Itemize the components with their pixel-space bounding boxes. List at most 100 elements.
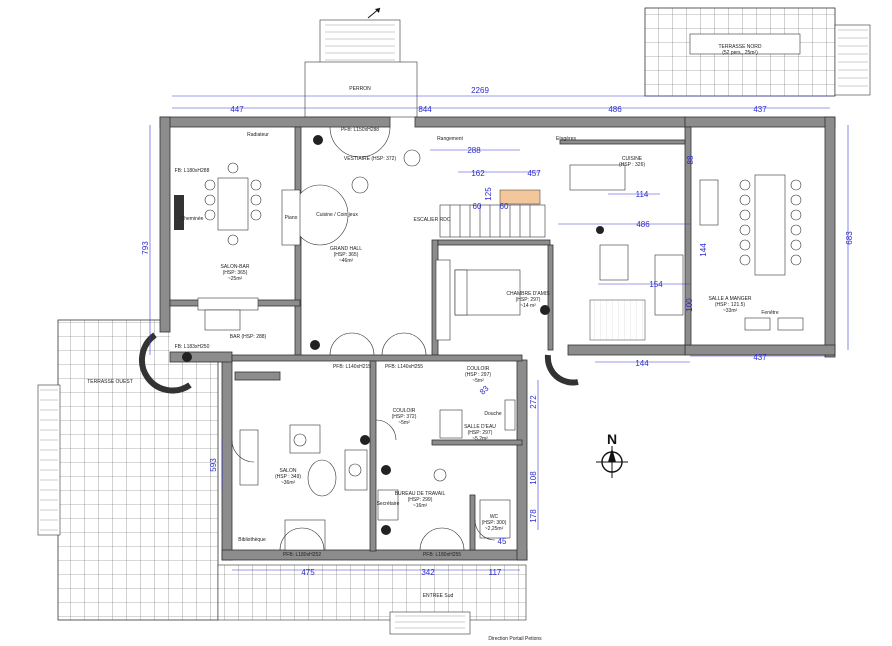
room-labels: SALON-BAR (HSP: 365) ~25m² GRAND HALL (H… [221, 156, 752, 532]
dim-60b: 60 [500, 202, 509, 211]
perron-steps [304, 19, 418, 118]
room-couloir1-name: COULOIR [393, 408, 416, 414]
label-direction: Direction Portail Petions [488, 636, 542, 642]
room-couloir2-area: ~5m² [472, 378, 484, 384]
room-cuisine-sub: (HSP : 326) [619, 162, 645, 168]
label-terrasse-nord-sub: (52 pers., 25m²) [722, 50, 758, 56]
dim-288: 288 [467, 146, 481, 155]
dim-162: 162 [471, 169, 485, 178]
terrace-north [644, 7, 871, 97]
room-salon-area: ~36m² [281, 480, 296, 486]
label-douche: Douche [484, 411, 501, 417]
dim-144b: 144 [699, 243, 708, 257]
label-pfb-top: PFB: L150xH288 [341, 127, 379, 133]
room-salon-name: SALON [280, 468, 297, 474]
room-bureau-area: ~16m² [413, 503, 428, 509]
dim-left-height: 793 [141, 241, 150, 255]
room-wc-name: WC [490, 514, 499, 520]
salle-eau-fixtures [439, 399, 516, 439]
dim-top-right-b: 437 [753, 105, 767, 114]
room-salle-eau-sub: (HSP: 297) [468, 430, 493, 436]
dimension-labels: 2269 447 844 486 437 793 683 475 342 117… [141, 86, 854, 577]
label-terrasse-ouest: TERRASSE OUEST [87, 379, 133, 385]
room-salle-eau-area: ~5,2m² [472, 436, 488, 442]
dim-272: 272 [529, 395, 538, 409]
grand-hall-furniture [281, 149, 421, 246]
room-wc-area: ~2,25m² [485, 526, 504, 532]
room-bar-name: BAR (HSP: 288) [230, 334, 267, 340]
dim-457: 457 [527, 169, 541, 178]
room-couloir1-area: ~5m² [398, 420, 410, 426]
room-vestiaire-name: VESTIAIRE (HSP: 372) [344, 156, 397, 162]
dim-total: 2269 [471, 86, 489, 95]
label-cuisine-ete: Cuisine / Coin jeux [316, 212, 358, 218]
room-salon-bar-sub: (HSP: 365) [223, 270, 248, 276]
label-radiateur: Radiateur [247, 132, 269, 138]
bureau-furniture [377, 468, 511, 539]
dim-114: 114 [636, 190, 649, 199]
dimension-lines [149, 95, 849, 571]
room-couloir1-sub: (HSP: 372) [392, 414, 417, 420]
salon-bar-dining-set [174, 162, 262, 331]
label-pfb-salon: PFB: L180xH252 [283, 552, 321, 558]
misc-labels: PERRON TERRASSE OUEST TERRASSE NORD (52 … [87, 44, 779, 642]
room-salon-bar-name: SALON-BAR [221, 264, 250, 270]
room-salon-sub: (HSP : 349) [275, 474, 301, 480]
exterior-walls [159, 116, 836, 561]
room-bureau-name: BUREAU DE TRAVAIL [395, 491, 446, 497]
label-secretaire: Secrétaire [377, 501, 400, 507]
label-fb1: FB: L180xH288 [175, 168, 210, 174]
dim-60a: 60 [473, 202, 482, 211]
chambre-bed [435, 259, 521, 341]
label-fenetre: Fenêtre [761, 310, 778, 316]
room-dining-sub: (HSP : 121.5) [715, 302, 746, 308]
north-label: N [607, 431, 617, 447]
label-escalier: ESCALIER RDC [414, 217, 451, 223]
room-grand-hall-area: ~46m² [339, 258, 354, 264]
label-etageres: Etagères [556, 136, 577, 142]
terrace-south [217, 564, 527, 635]
staircase [439, 189, 546, 238]
salon-furniture [239, 424, 368, 551]
room-couloir2-name: COULOIR [467, 366, 490, 372]
dim-100: 100 [685, 298, 694, 312]
dim-486b: 486 [636, 220, 650, 229]
dim-top-mid: 844 [418, 105, 432, 114]
room-chambre-sub: (HSP: 297) [516, 297, 541, 303]
dining-room-table [699, 174, 804, 331]
direction-arrow-icon [367, 7, 381, 19]
room-dining-area: ~33m² [723, 308, 738, 314]
label-entree: ENTREE Sud [423, 593, 454, 599]
dim-45: 45 [498, 537, 507, 546]
room-wc-sub: (HSP: 300) [482, 520, 507, 526]
dim-bottom-mid: 342 [421, 568, 435, 577]
dim-bottom-right: 117 [489, 568, 502, 577]
dim-154: 154 [649, 280, 663, 289]
label-pfb-hall-left: PFB: L140xH215 [333, 364, 371, 370]
dim-437b: 437 [753, 353, 767, 362]
terrace-west [37, 319, 219, 621]
label-piano: Piano [285, 215, 298, 221]
dim-144: 144 [635, 359, 649, 368]
room-salon-bar-area: ~25m² [228, 276, 243, 282]
label-fb-bar: FB: L183xH250 [175, 344, 210, 350]
room-cuisine-name: CUISINE [622, 156, 643, 162]
room-bureau-sub: (HSP: 299) [408, 497, 433, 503]
room-salle-eau-name: SALLE D'EAU [464, 424, 496, 430]
dim-125: 125 [484, 187, 493, 201]
kitchen-units [569, 164, 684, 341]
dim-178: 178 [529, 509, 538, 523]
label-cheminee: Cheminée [181, 216, 204, 222]
dim-right-height: 683 [845, 231, 854, 245]
plant-icons [182, 135, 604, 535]
dim-108: 108 [529, 471, 538, 485]
room-chambre-name: CHAMBRE D'AMIS [506, 291, 550, 297]
label-rangement: Rangement [437, 136, 463, 142]
room-grand-hall-name: GRAND HALL [330, 246, 362, 252]
label-perron: PERRON [349, 86, 371, 92]
room-couloir2-sub: (HSP : 297) [465, 372, 491, 378]
dim-top-right-a: 486 [608, 105, 622, 114]
dim-bottom-left: 475 [301, 568, 315, 577]
door-swings [231, 126, 496, 551]
